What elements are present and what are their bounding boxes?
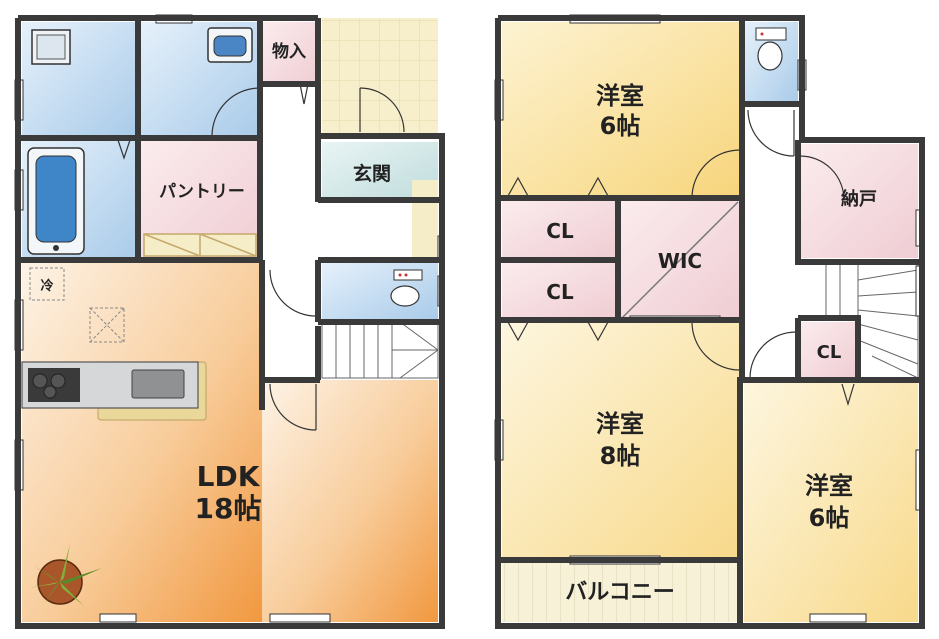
closet-right bbox=[800, 322, 856, 378]
washbasin-icon bbox=[207, 27, 253, 63]
bedroom-top-size: 6帖 bbox=[600, 112, 641, 140]
floor-2: 洋室 6帖 CL CL WIC 納戸 CL 洋室 8帖 洋室 6帖 バルコニー bbox=[494, 14, 925, 629]
fridge-label: 冷 bbox=[40, 278, 53, 294]
bedroom-right bbox=[744, 382, 918, 622]
shoe-closet bbox=[412, 180, 438, 258]
bedroom-top bbox=[502, 22, 740, 196]
walls-1f bbox=[15, 15, 445, 629]
ldk-size-label: 18帖 bbox=[195, 492, 262, 525]
fridge-space: 冷 bbox=[29, 267, 65, 301]
ldk-name-label: LDK bbox=[197, 460, 261, 493]
nando-label: 納戸 bbox=[841, 188, 877, 210]
toilet-icon-2f bbox=[755, 27, 787, 71]
walls-2f bbox=[495, 15, 925, 629]
bedroom-right-size: 6帖 bbox=[809, 504, 850, 532]
closet-lower bbox=[502, 262, 616, 318]
bathtub-icon bbox=[27, 147, 85, 255]
floor-1: 冷 bbox=[14, 14, 445, 629]
nando-room bbox=[800, 144, 918, 258]
bedroom-mid-name: 洋室 bbox=[596, 410, 644, 438]
bedroom-top-name: 洋室 bbox=[596, 82, 644, 110]
wic-label: WIC bbox=[658, 249, 702, 273]
kitchen-counter bbox=[21, 361, 207, 421]
bedroom-right-name: 洋室 bbox=[805, 472, 853, 500]
toilet-icon-1f bbox=[390, 269, 423, 307]
closet-lower-label: CL bbox=[546, 280, 574, 304]
entrance-label: 玄関 bbox=[353, 162, 391, 185]
plant-icon bbox=[28, 544, 102, 606]
balcony-label: バルコニー bbox=[565, 580, 675, 605]
pantry-label: パントリー bbox=[159, 182, 245, 202]
storage-label: 物入 bbox=[272, 41, 306, 62]
closet-upper-label: CL bbox=[546, 219, 574, 243]
closet-right-label: CL bbox=[817, 342, 842, 363]
closet-upper bbox=[502, 200, 616, 258]
entrance-tile bbox=[322, 18, 438, 136]
storage-room bbox=[262, 22, 318, 84]
balcony-area bbox=[502, 562, 740, 622]
ldk-room-right bbox=[262, 380, 438, 622]
range-hood-icon bbox=[89, 307, 125, 343]
pantry-shelf bbox=[143, 233, 257, 257]
washing-machine-icon bbox=[31, 29, 71, 65]
bedroom-mid-size: 8帖 bbox=[600, 442, 641, 470]
wic-divider bbox=[621, 201, 739, 319]
bedroom-mid bbox=[502, 322, 740, 558]
stairs-1f bbox=[321, 321, 439, 379]
